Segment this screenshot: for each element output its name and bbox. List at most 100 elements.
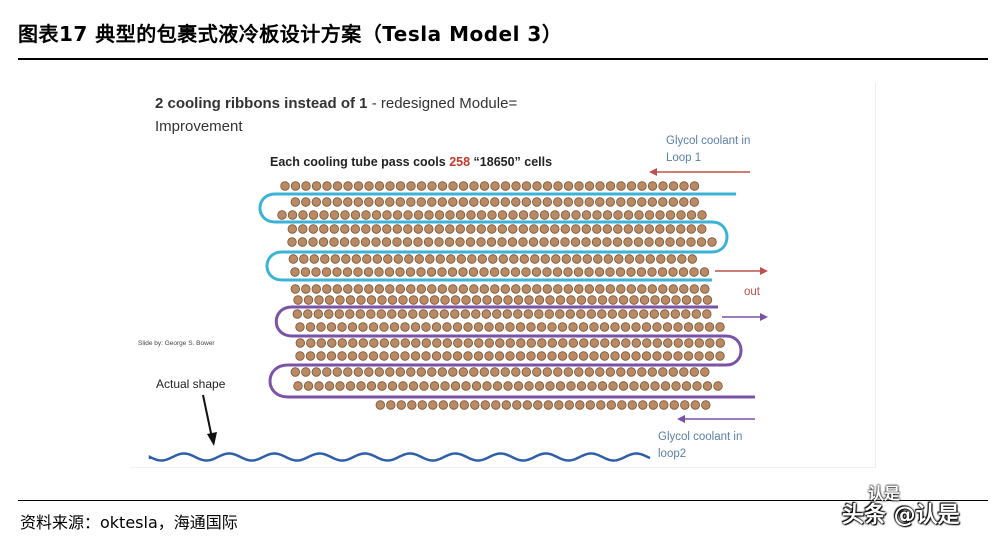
- battery-cell: [660, 295, 671, 305]
- battery-cell: [547, 351, 557, 361]
- battery-cell: [470, 400, 480, 410]
- battery-cell: [684, 338, 694, 348]
- battery-cell: [526, 338, 537, 348]
- battery-cell: [347, 351, 358, 361]
- battery-cell: [332, 367, 343, 377]
- battery-cell: [368, 351, 379, 361]
- battery-cell: [497, 224, 508, 234]
- battery-cell: [557, 351, 568, 361]
- battery-cell: [662, 322, 673, 332]
- battery-cell: [639, 295, 650, 305]
- battery-cell: [521, 267, 531, 277]
- battery-cell: [425, 254, 435, 264]
- battery-cell: [474, 338, 484, 348]
- battery-cell: [554, 400, 564, 410]
- battery-cell: [652, 322, 662, 332]
- battery-cell: [429, 309, 439, 319]
- battery-cell: [679, 181, 689, 191]
- battery-cell: [665, 224, 676, 234]
- battery-cell: [581, 237, 591, 247]
- battery-cell: [608, 381, 618, 391]
- source-divider: [18, 500, 988, 501]
- battery-cell: [305, 351, 316, 361]
- battery-cell: [547, 338, 558, 348]
- battery-cell: [524, 381, 534, 391]
- battery-cell: [565, 309, 576, 319]
- loop1-in-arrow: [649, 168, 750, 176]
- battery-cell: [350, 210, 361, 220]
- battery-cell: [518, 237, 528, 247]
- battery-cell: [479, 181, 490, 191]
- battery-cell: [542, 181, 553, 191]
- battery-cell: [308, 237, 318, 247]
- battery-cell: [413, 224, 424, 234]
- battery-cell: [560, 237, 570, 247]
- battery-cell: [637, 181, 647, 191]
- battery-cell: [490, 197, 500, 207]
- battery-cell: [381, 237, 392, 247]
- battery-cell: [697, 210, 707, 220]
- battery-cell: [345, 295, 356, 305]
- battery-cell: [615, 267, 626, 277]
- battery-cell: [316, 351, 326, 361]
- battery-cell: [392, 224, 403, 234]
- battery-cell: [421, 338, 432, 348]
- battery-cell: [542, 267, 552, 277]
- battery-cell: [534, 295, 545, 305]
- battery-cell: [555, 381, 566, 391]
- battery-cell: [329, 237, 339, 247]
- battery-cell: [290, 267, 300, 277]
- battery-cell: [679, 197, 689, 207]
- battery-cell: [419, 381, 429, 391]
- battery-cell: [505, 322, 515, 332]
- battery-cell: [332, 181, 343, 191]
- battery-cell: [668, 284, 679, 294]
- battery-cell: [586, 309, 597, 319]
- battery-cell: [309, 254, 320, 264]
- battery-cell: [395, 197, 406, 207]
- battery-cell: [566, 295, 576, 305]
- battery-cell: [395, 181, 406, 191]
- battery-cell: [448, 197, 458, 207]
- battery-cell: [484, 322, 494, 332]
- battery-cell: [385, 197, 395, 207]
- battery-cell: [618, 295, 629, 305]
- battery-cell: [568, 351, 578, 361]
- battery-cell: [486, 237, 497, 247]
- battery-cell: [442, 351, 452, 361]
- battery-cell: [645, 254, 656, 264]
- battery-cell: [686, 224, 697, 234]
- battery-cell: [639, 381, 650, 391]
- battery-cell: [295, 338, 306, 348]
- battery-cell: [566, 381, 576, 391]
- battery-cell: [626, 181, 637, 191]
- battery-cell: [560, 210, 571, 220]
- battery-cell: [511, 181, 521, 191]
- battery-cell: [597, 309, 607, 319]
- battery-cell: [694, 338, 705, 348]
- battery-cell: [536, 322, 547, 332]
- battery-cell: [297, 237, 308, 247]
- battery-cell: [337, 322, 347, 332]
- battery-cell: [361, 224, 371, 234]
- loop1-label-line2: Loop 1: [666, 152, 701, 164]
- battery-cell: [557, 322, 568, 332]
- battery-cell: [648, 400, 659, 410]
- battery-cell: [634, 210, 644, 220]
- battery-cell: [466, 224, 476, 234]
- battery-cell: [543, 400, 554, 410]
- battery-cell: [511, 197, 521, 207]
- battery-cell: [500, 197, 511, 207]
- battery-cell: [571, 210, 581, 220]
- battery-cell: [427, 367, 437, 377]
- battery-cell: [449, 400, 459, 410]
- battery-cell: [568, 338, 579, 348]
- battery-cell: [374, 181, 385, 191]
- battery-cell: [298, 224, 308, 234]
- battery-cell: [697, 224, 707, 234]
- battery-cell: [290, 367, 301, 377]
- battery-cell: [518, 224, 529, 234]
- battery-cell: [500, 181, 511, 191]
- heading-rest: - redesigned Module=: [368, 95, 518, 112]
- battery-cell: [295, 322, 305, 332]
